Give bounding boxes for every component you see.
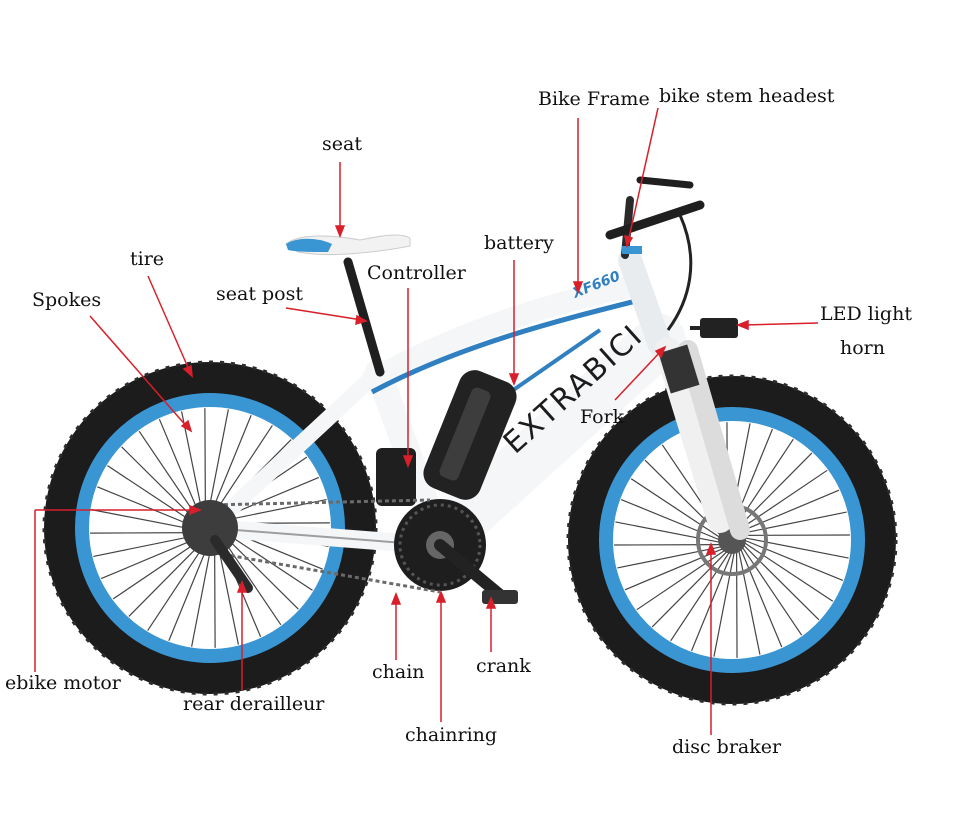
rear-rim (75, 393, 345, 663)
spoke (220, 532, 299, 610)
derailleur-body (210, 535, 253, 593)
label-stem-headset: bike stem headest (659, 85, 835, 107)
label-crank: crank (476, 655, 531, 677)
rear-wheel (42, 360, 378, 696)
spoke (740, 489, 840, 533)
label-led-light: LED light (820, 303, 912, 325)
spoke (743, 539, 844, 582)
label-disc-braker: disc braker (672, 736, 782, 758)
label-ebike-motor: ebike motor (5, 672, 121, 694)
drivetrain (182, 498, 518, 604)
spoke (617, 546, 723, 569)
spoke (713, 551, 735, 657)
spoke (736, 452, 813, 530)
spoke (204, 408, 207, 517)
label-rear-derailleur: rear derailleur (183, 693, 325, 715)
spoke (741, 511, 847, 534)
spoke (207, 409, 229, 517)
seat-assembly (285, 234, 411, 377)
spoke (743, 541, 834, 602)
spoke (690, 551, 733, 652)
battery-pack (423, 370, 517, 500)
front-rim (599, 407, 865, 673)
spoke (211, 425, 273, 517)
spoke (97, 486, 199, 529)
label-seat: seat (322, 133, 362, 155)
label-bike-frame: Bike Frame (538, 88, 650, 110)
chain-bottom (209, 550, 441, 594)
spoke (112, 537, 204, 600)
spoke (741, 546, 803, 636)
spoke (739, 548, 783, 648)
spoke (219, 534, 282, 626)
label-seat-post: seat post (216, 283, 303, 305)
front-wheel (566, 374, 898, 706)
spoke (91, 509, 199, 531)
label-chain: chain (372, 661, 425, 683)
spoke (742, 544, 820, 621)
spoke (93, 534, 201, 558)
spoke (624, 547, 724, 591)
spoke (168, 539, 211, 641)
spoke (191, 539, 213, 647)
crank-arm (434, 539, 506, 601)
spoke (107, 465, 199, 527)
handlebar (605, 176, 705, 331)
spoke (743, 537, 849, 559)
spoke (158, 418, 203, 520)
label-fork: Fork (580, 406, 625, 428)
spoke (147, 539, 209, 631)
spoke (209, 415, 252, 517)
label-controller: Controller (367, 262, 466, 284)
chain-top (209, 498, 431, 507)
spoke (738, 549, 761, 655)
front-tire (568, 376, 896, 704)
spoke (738, 469, 828, 531)
rear-tire (44, 362, 376, 694)
rear-cassette (182, 500, 238, 556)
pedal (482, 590, 518, 604)
label-spokes: Spokes (32, 289, 102, 311)
spoke (180, 411, 204, 519)
label-tire: tire (130, 248, 165, 270)
leader-lines (34, 107, 819, 735)
label-horn: horn (840, 337, 885, 359)
spoke (128, 538, 206, 617)
label-battery: battery (484, 232, 554, 254)
spoke (100, 535, 202, 580)
front-fork (655, 337, 750, 540)
spoke (90, 531, 199, 534)
spoke (630, 478, 721, 539)
spoke (221, 529, 313, 591)
spoke (615, 521, 721, 543)
spoke (651, 550, 728, 628)
led-light (690, 318, 738, 338)
spoke (620, 498, 721, 541)
spoke (670, 551, 731, 642)
label-chainring: chainring (405, 724, 498, 746)
spoke (213, 539, 216, 648)
